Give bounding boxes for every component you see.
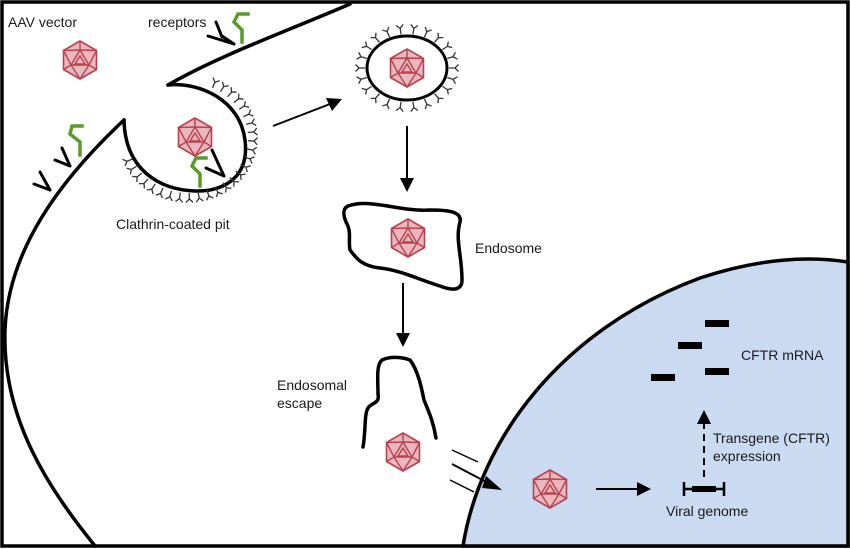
clathrin-mark — [449, 63, 459, 73]
label-endosome: Endosome — [475, 240, 542, 256]
coated-vesicle — [365, 34, 449, 102]
clathrin-mark — [361, 41, 373, 51]
label-endosomal-escape-1: Endosomal — [277, 377, 347, 393]
clathrin-mark — [447, 52, 458, 60]
label-aav-vector: AAV vector — [8, 14, 77, 30]
clathrin-mark — [382, 98, 391, 110]
mrna-bar-icon — [678, 342, 702, 349]
clathrin-mark — [211, 77, 220, 89]
clathrin-mark — [229, 177, 239, 187]
clathrin-mark — [247, 137, 259, 146]
clathrin-mark — [227, 87, 237, 98]
clathrin-mark — [246, 146, 258, 155]
clathrin-mark — [361, 85, 373, 95]
label-cftr-mrna: CFTR mRNA — [741, 347, 824, 363]
clathrin-mark — [423, 98, 432, 110]
receptor-left — [32, 124, 84, 192]
aav-capsid-icon — [385, 432, 421, 472]
clathrin-mark — [235, 170, 246, 180]
viral-genome-icon — [682, 482, 726, 496]
clathrin-mark — [434, 32, 444, 43]
clathrin-mark — [370, 93, 380, 104]
aav-capsid-icon — [390, 218, 426, 258]
clathrin-mark — [423, 26, 432, 38]
clathrin-mark — [219, 81, 229, 93]
clathrin-pit-membrane — [122, 82, 248, 193]
label-clathrin-pit: Clathrin-coated pit — [116, 216, 230, 232]
aav-capsid-icon — [177, 117, 213, 157]
cell-membrane-lower — [3, 118, 126, 548]
clathrin-mark — [410, 24, 419, 35]
endosome-membrane — [342, 201, 464, 291]
vesicle-clathrin-coat — [355, 24, 459, 112]
clathrin-mark — [247, 127, 258, 136]
label-transgene-1: Transgene (CFTR) — [713, 430, 830, 446]
clathrin-mark — [146, 183, 156, 195]
arrow-vesicle-to-endosome — [400, 126, 414, 192]
clathrin-mark — [132, 172, 143, 182]
clathrin-mark — [356, 76, 367, 84]
arrow-nuclear-entry — [449, 449, 502, 493]
nucleus — [460, 257, 850, 548]
label-receptors: receptors — [148, 14, 206, 30]
cftr-mrna-bars — [651, 320, 729, 381]
clathrin-mark — [245, 118, 257, 127]
mrna-bar-icon — [705, 368, 729, 375]
clathrin-mark — [126, 165, 137, 175]
label-transgene-2: expression — [713, 448, 781, 464]
clathrin-mark — [395, 24, 404, 35]
clathrin-mark — [382, 26, 391, 38]
clathrin-mark — [139, 178, 149, 189]
clathrin-mark — [214, 186, 223, 198]
mrna-bar-icon — [705, 320, 729, 327]
clathrin-mark — [222, 182, 232, 193]
arrow-transgene-expression — [697, 410, 711, 477]
arrow-pit-to-vesicle — [272, 98, 342, 127]
clathrin-mark — [155, 187, 164, 199]
clathrin-mark — [185, 192, 194, 204]
aav-capsid-icon — [62, 40, 98, 80]
clathrin-mark — [233, 93, 244, 104]
clathrin-mark — [122, 158, 133, 167]
clathrin-mark — [356, 52, 367, 60]
clathrin-mark — [195, 192, 204, 203]
endosomal-escape-membrane — [361, 355, 438, 449]
clathrin-coat — [122, 77, 259, 204]
clathrin-mark — [355, 63, 365, 73]
clathrin-mark — [244, 156, 255, 164]
label-endosomal-escape-2: escape — [277, 395, 322, 411]
clathrin-mark — [165, 190, 173, 202]
aav-capsid-icon — [389, 48, 425, 88]
clathrin-mark — [238, 101, 250, 110]
clathrin-mark — [243, 109, 254, 118]
arrow-capsid-to-genome — [596, 482, 651, 496]
clathrin-mark — [447, 76, 458, 84]
clathrin-mark — [441, 85, 453, 95]
clathrin-mark — [175, 192, 184, 203]
clathrin-mark — [240, 163, 251, 173]
arrow-endosome-to-escape — [396, 283, 410, 347]
receptor-top — [206, 12, 250, 46]
clathrin-mark — [410, 101, 419, 112]
receptor-bound — [189, 148, 226, 188]
clathrin-mark — [434, 93, 444, 104]
clathrin-mark — [205, 189, 214, 201]
clathrin-mark — [441, 41, 453, 51]
mrna-bar-icon — [651, 374, 675, 381]
label-viral-genome: Viral genome — [666, 503, 748, 519]
clathrin-mark — [395, 101, 404, 112]
clathrin-mark — [370, 32, 380, 43]
cell-membrane-upper — [166, 2, 352, 87]
